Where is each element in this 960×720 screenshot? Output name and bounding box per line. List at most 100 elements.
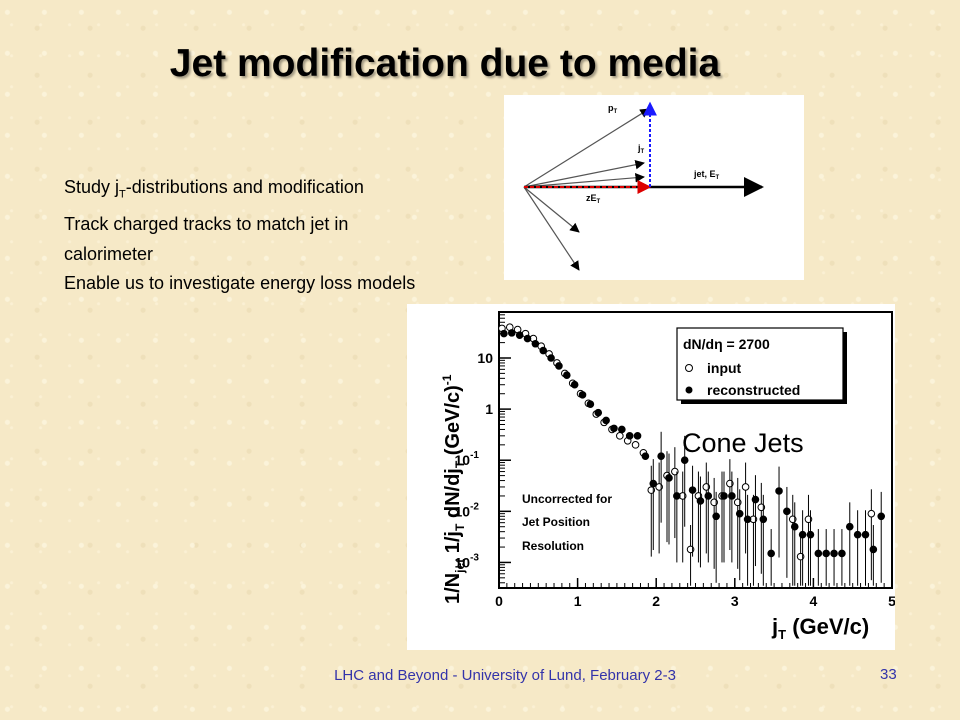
page-number: 33 bbox=[880, 666, 897, 683]
reconstructed-point bbox=[563, 371, 571, 380]
reconstructed-point bbox=[775, 487, 783, 495]
legend-entry-reconstructed: reconstructed bbox=[707, 382, 800, 398]
reconstructed-point bbox=[728, 492, 736, 500]
annotation-jet-position: Jet Position bbox=[522, 515, 590, 529]
reconstructed-point bbox=[555, 362, 563, 370]
reconstructed-point bbox=[790, 522, 799, 531]
svg-text:1/Njet 1/jT dN/djT (GeV/c)-1: 1/Njet 1/jT dN/djT (GeV/c)-1 bbox=[440, 374, 467, 604]
input-point bbox=[867, 509, 876, 518]
reconstructed-point bbox=[735, 509, 744, 518]
x-axis-label: jT (GeV/c) bbox=[771, 614, 869, 642]
input-point bbox=[616, 432, 624, 440]
reconstructed-point bbox=[853, 530, 862, 539]
bullet-item: Track charged tracks to match jet in cal… bbox=[64, 210, 434, 269]
reconstructed-point bbox=[515, 331, 524, 339]
reconstructed-point bbox=[798, 530, 807, 539]
reconstructed-point bbox=[838, 549, 846, 558]
reconstructed-point bbox=[507, 329, 516, 337]
y-tick-label: 10-1 bbox=[455, 450, 480, 468]
zet-label: zET bbox=[586, 193, 601, 205]
reconstructed-point bbox=[861, 530, 870, 539]
reconstructed-point bbox=[610, 424, 618, 433]
reconstructed-point bbox=[877, 512, 886, 521]
pt-label: pT bbox=[608, 103, 618, 115]
ylabel-part: dN/dj bbox=[442, 468, 464, 518]
reconstructed-point bbox=[783, 507, 791, 516]
bullet-subscript: T bbox=[119, 188, 126, 201]
bullet-item: Study jT-distributions and modification bbox=[64, 173, 434, 210]
reconstructed-point bbox=[751, 495, 760, 504]
reconstructed-point bbox=[704, 492, 713, 500]
bullet-text: Enable us to investigate energy loss mod… bbox=[64, 273, 416, 294]
track-vector bbox=[523, 186, 580, 271]
legend-marker-open bbox=[685, 364, 693, 372]
reconstructed-point bbox=[586, 400, 595, 408]
bullet-item: Enable us to investigate energy loss mod… bbox=[64, 269, 434, 299]
legend-marker-filled bbox=[685, 386, 693, 394]
reconstructed-point bbox=[531, 339, 540, 348]
input-point bbox=[631, 441, 640, 449]
ylabel-sub: T bbox=[453, 460, 467, 468]
reconstructed-point bbox=[618, 425, 626, 434]
track-vector bbox=[523, 172, 645, 188]
x-tick-label: 2 bbox=[652, 593, 660, 609]
reconstructed-point bbox=[547, 354, 555, 362]
reconstructed-point bbox=[594, 408, 603, 417]
reconstructed-point bbox=[523, 334, 532, 343]
reconstructed-point bbox=[712, 512, 720, 521]
pt-vector bbox=[523, 108, 650, 188]
reconstructed-point bbox=[767, 549, 775, 558]
reconstructed-point bbox=[869, 545, 878, 554]
bullet-text: Study j bbox=[64, 177, 120, 197]
bullet-text: Track charged tracks to match jet in cal… bbox=[64, 214, 349, 264]
jt-label: jT bbox=[637, 143, 645, 155]
bullet-text: -distributions and modification bbox=[125, 177, 364, 197]
reconstructed-point bbox=[743, 515, 752, 524]
reconstructed-point bbox=[633, 432, 642, 440]
reconstructed-point bbox=[814, 549, 823, 558]
ylabel-unit: (GeV/c) bbox=[442, 385, 464, 455]
legend-title: dN/dη = 2700 bbox=[683, 336, 770, 352]
ylabel-sub: T bbox=[453, 523, 467, 531]
x-tick-label: 4 bbox=[810, 593, 818, 609]
slide-footer: LHC and Beyond - University of Lund, Feb… bbox=[334, 667, 676, 684]
y-axis-label: 1/Njet 1/jT dN/djT (GeV/c)-1 bbox=[440, 374, 467, 604]
jet-vector-diagram: pT jT jet, ET zET bbox=[504, 95, 804, 280]
annotation-cone-jets: Cone Jets bbox=[682, 428, 804, 458]
reconstructed-point bbox=[500, 329, 508, 338]
bullet-list: Study jT-distributions and modification … bbox=[64, 173, 434, 299]
reconstructed-point bbox=[845, 522, 854, 531]
reconstructed-point bbox=[673, 492, 681, 500]
legend-entry-input: input bbox=[707, 360, 742, 376]
reconstructed-point bbox=[570, 380, 579, 389]
annotation-resolution: Resolution bbox=[522, 539, 584, 553]
annotation-uncorrected: Uncorrected for bbox=[522, 492, 612, 506]
reconstructed-point bbox=[822, 549, 830, 558]
jet-label: jet, ET bbox=[693, 169, 720, 181]
reconstructed-point bbox=[539, 346, 548, 355]
ylabel-part: 1/j bbox=[442, 531, 464, 553]
x-tick-label: 1 bbox=[574, 593, 582, 609]
reconstructed-point bbox=[680, 456, 689, 465]
reconstructed-point bbox=[625, 432, 634, 440]
y-tick-label: 1 bbox=[485, 401, 493, 417]
input-point bbox=[741, 483, 750, 491]
reconstructed-point bbox=[759, 515, 768, 524]
reconstructed-point bbox=[578, 391, 587, 399]
ylabel-sub: jet bbox=[453, 559, 467, 574]
reconstructed-point bbox=[806, 530, 815, 539]
track-vector bbox=[523, 159, 645, 188]
y-tick-label: 10 bbox=[477, 350, 493, 366]
reconstructed-point bbox=[665, 474, 673, 482]
reconstructed-point bbox=[641, 452, 650, 460]
track-vector bbox=[523, 186, 580, 233]
x-tick-label: 0 bbox=[495, 593, 503, 609]
ylabel-part: 1/N bbox=[442, 573, 464, 604]
reconstructed-point bbox=[602, 416, 610, 425]
ylabel-exp: -1 bbox=[440, 374, 454, 385]
reconstructed-point bbox=[830, 549, 838, 558]
reconstructed-point bbox=[657, 452, 665, 460]
reconstructed-point bbox=[688, 486, 697, 494]
reconstructed-point bbox=[720, 492, 728, 500]
